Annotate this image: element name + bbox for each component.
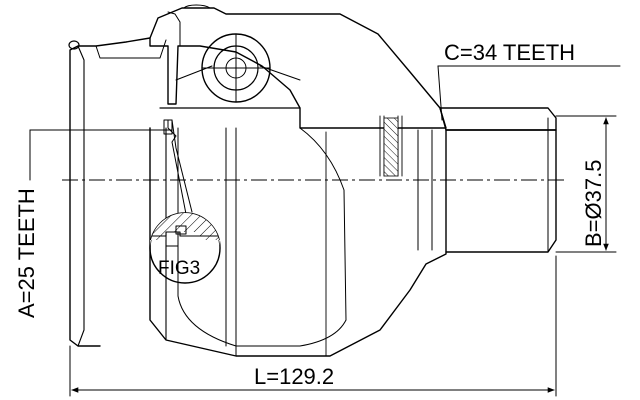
label-fig3: FIG3: [158, 258, 200, 279]
housing-section: [149, 7, 557, 131]
label-spline-c: C=34 TEETH: [444, 40, 575, 65]
boot-flange: [68, 4, 211, 347]
dimension-a: [29, 129, 173, 181]
fig3-callout: [149, 119, 221, 284]
label-spline-a: A=25 TEETH: [14, 188, 39, 318]
housing-body: [149, 115, 447, 357]
output-shaft: [445, 117, 557, 253]
label-diameter-b: B=Ø37.5: [581, 160, 606, 247]
dimension-c-leader: [437, 65, 621, 121]
dimension-b: [555, 115, 617, 253]
ball-bearing: [159, 33, 301, 109]
dimension-l: [69, 255, 557, 397]
label-length-l: L=129.2: [254, 364, 334, 389]
